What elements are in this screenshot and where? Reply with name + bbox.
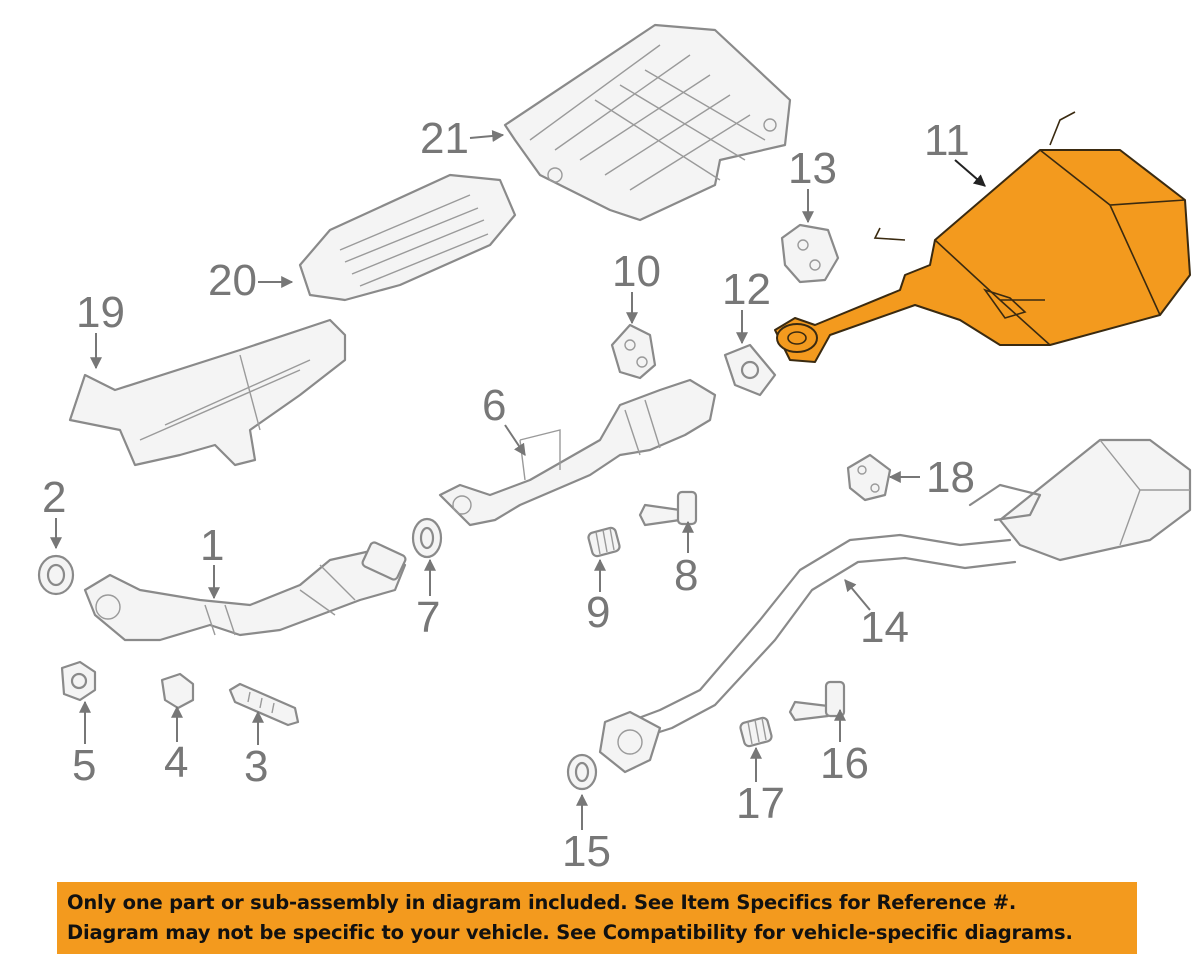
callout-11: 11 [924,116,970,165]
callout-19: 19 [76,288,125,337]
gasket-12[interactable] [723,343,777,397]
callout-17: 17 [736,779,785,828]
callout-13: 13 [788,144,837,193]
callout-5: 5 [72,741,96,790]
callout-12: 12 [722,265,771,314]
nut-5[interactable] [60,660,97,702]
callout-1: 1 [200,521,224,570]
callout-21: 21 [420,114,469,163]
gasket-7[interactable] [411,517,443,559]
hanger-13[interactable] [780,223,840,284]
exhaust-shield-19[interactable] [68,318,347,467]
front-exhaust-pipe-1[interactable] [83,541,407,642]
gasket-2[interactable] [37,554,75,596]
callout-3: 3 [244,742,268,791]
spring-17[interactable] [739,716,773,748]
callout-9: 9 [586,588,610,637]
callout-18: 18 [926,453,975,502]
callout-14: 14 [860,603,909,652]
hanger-10[interactable] [610,323,657,380]
disclaimer-line-2: Diagram may not be specific to your vehi… [67,921,1073,944]
callout-15: 15 [562,827,611,876]
center-pipe-6[interactable] [438,378,717,527]
hanger-18[interactable] [846,453,892,502]
rear-pipe-14[interactable] [598,438,1192,774]
heat-shield-20[interactable] [298,173,517,302]
callout-2: 2 [42,473,66,522]
spring-9[interactable] [587,526,621,558]
exhaust-system-diagram: 1 2 3 4 5 6 7 8 9 10 11 12 13 14 15 16 1… [37,23,1192,876]
bolt-8[interactable] [638,490,698,527]
callout-16: 16 [820,739,869,788]
disclaimer-banner: Only one part or sub-assembly in diagram… [57,882,1137,954]
muffler-11[interactable] [774,111,1191,363]
gasket-15[interactable] [566,753,598,791]
callout-8: 8 [674,551,698,600]
callout-7: 7 [416,593,440,642]
callout-20: 20 [208,256,257,305]
stud-bolt-3[interactable] [228,682,300,727]
bolt-16[interactable] [788,680,846,722]
callout-10: 10 [612,247,661,296]
callout-4: 4 [164,738,188,787]
nut-4[interactable] [160,672,195,710]
callout-6: 6 [482,381,506,430]
disclaimer-line-1: Only one part or sub-assembly in diagram… [67,891,1017,914]
heat-shield-21[interactable] [503,23,792,222]
